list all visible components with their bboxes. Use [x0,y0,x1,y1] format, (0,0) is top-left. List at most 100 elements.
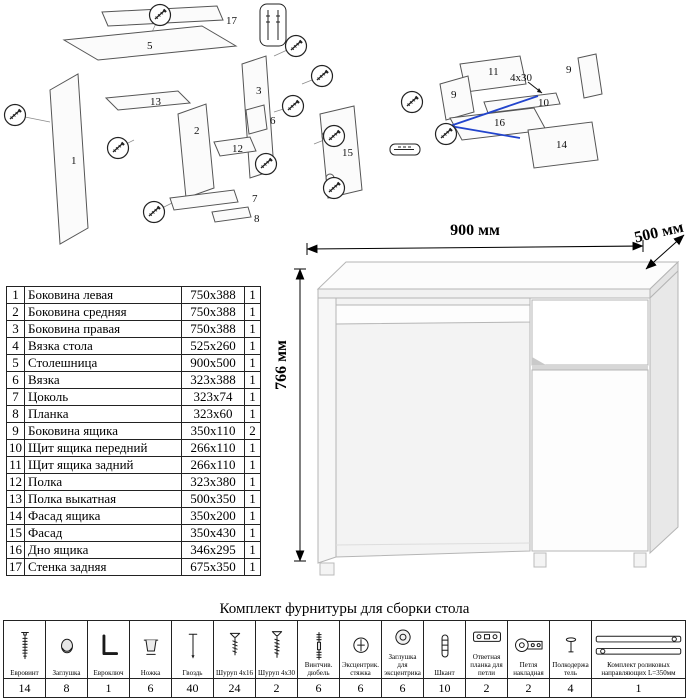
part-name: Боковина средняя [24,303,182,321]
hw-qty: 24 [213,678,256,699]
hw-label: Заглушка [52,668,81,677]
hw-qty: 2 [507,678,550,699]
part-num: 1 [6,286,25,304]
wood-dowel-icon [425,630,464,662]
hw-col-zaglushka-eksc: Заглушка для эксцентрика [381,619,424,680]
part-num: 12 [6,473,25,491]
part-label: 9 [566,64,572,76]
hw-qty: 6 [129,678,172,699]
hw-qty: 2 [465,678,508,699]
screw-icon [257,630,296,662]
part-label: 5 [147,40,153,52]
part-num: 14 [6,507,25,525]
height-dim-label: 766 мм [273,340,290,390]
part-size: 750x388 [181,303,245,321]
part-size: 266x110 [181,456,245,474]
part-size: 323x388 [181,371,245,389]
hw-qty: 1 [87,678,130,699]
width-dim-label: 900 мм [450,222,500,239]
screw-callout-icon [400,90,424,114]
hw-col-vint-dyubel: Винтчив. дюбель [297,619,340,680]
hw-col-shurup-4x30: Шуруп 4x30 [255,619,298,680]
part-qty: 1 [244,524,261,542]
hw-qty: 6 [381,678,424,699]
part-size: 323x380 [181,473,245,491]
hw-col-eurovint: Евровинт [3,619,46,680]
part-size: 350x110 [181,422,245,440]
dowel-screw-icon [299,630,338,662]
assembled-desk-drawing: 900 мм 500 мм 766 мм [273,219,685,576]
part-qty: 1 [244,388,261,406]
hw-col-napravlyayushchie: Комплект роликовых направляющих L=350мм [591,619,686,680]
left-side-panel [317,297,337,564]
part-name: Дно ящика [24,541,182,559]
desk-body [316,260,680,576]
part-label: 17 [226,15,238,27]
part-label: 7 [252,193,258,205]
hardware-kit-title: Комплект фурнитуры для сборки стола [219,601,470,617]
desk-top-face [316,261,680,290]
part-size: 750x388 [181,320,245,338]
part-name: Вязка [24,371,182,389]
door-front [531,369,649,552]
part-num: 7 [6,388,25,406]
part-label: 12 [232,143,243,155]
part-labels: 11 9 9 10 16 14 4х30 [451,64,572,151]
hw-label: Винтчив. дюбель [304,660,333,677]
drawer-front [531,299,649,366]
width-dim-line [306,241,644,254]
screw-callout-icon [281,94,305,118]
part-name: Фасад [24,524,182,542]
part-qty: 1 [244,337,261,355]
part-label: 2 [194,125,200,137]
hw-col-polkoderzhatel: Полкодержатель [549,619,592,680]
hw-qty: 2 [255,678,298,699]
screw-callouts [3,3,346,224]
hw-col-gvozd: Гвоздь [171,619,214,680]
screw-callouts [389,90,458,156]
screw-icon [394,146,414,150]
pedestal-right-side [649,269,679,555]
part-num: 5 [6,354,25,372]
hardware-icons-row: Евровинт Заглушка Евроключ Ножка Гвоздь [3,619,686,680]
hw-qty: 1 [591,678,686,699]
part-name: Боковина левая [24,286,182,304]
part-name: Планка [24,405,182,423]
hw-qty: 4 [549,678,592,699]
part-planka [211,206,252,223]
part-size: 750x388 [181,286,245,304]
cam-cap-icon [383,622,422,654]
screw-callout-icon [254,152,278,176]
part-name: Щит ящика передний [24,439,182,457]
part-name: Боковина правая [24,320,182,338]
part-label: 8 [254,213,260,225]
leg-icon [131,630,170,662]
part-num: 16 [6,541,25,559]
part-qty: 1 [244,456,261,474]
part-qty: 1 [244,286,261,304]
hw-col-shurup-4x16: Шуруп 4x16 [213,619,256,680]
screw-callout-icon [322,176,346,200]
screw-callout-icon [322,124,346,148]
hw-label: Евровинт [10,668,39,677]
width-dim-ticks [306,240,644,255]
hw-label: Ответная планка для петли [470,653,503,677]
hw-qty: 8 [45,678,88,699]
part-num: 2 [6,303,25,321]
part-num: 10 [6,439,25,457]
part-desktop [62,25,238,61]
part-qty: 1 [244,490,261,508]
hw-label: Шкант [434,668,455,677]
dowel-callout-box [259,3,287,47]
screw-callout-icon [142,200,166,224]
part-label: 6 [270,115,276,127]
part-num: 11 [6,456,25,474]
desk-foot [633,552,647,568]
